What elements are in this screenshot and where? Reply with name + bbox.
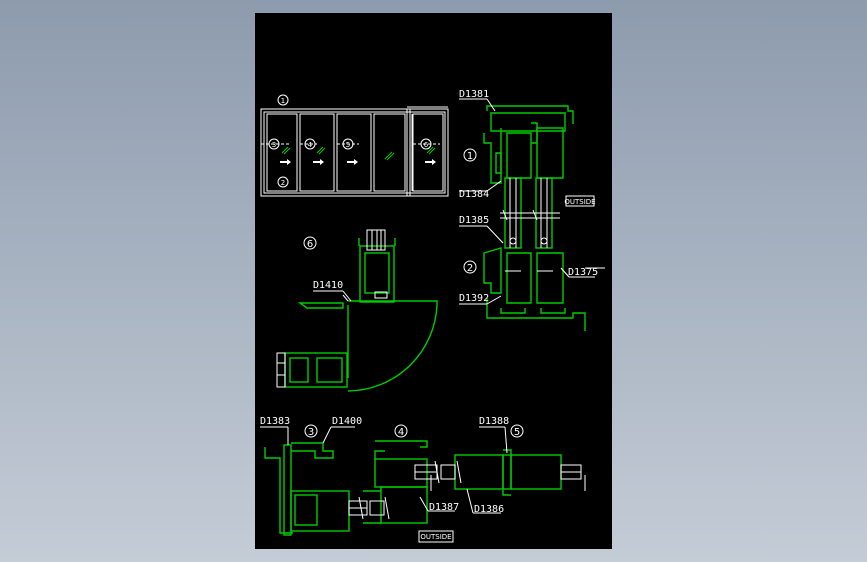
- outside-tag-2: OUTSIDE: [420, 533, 451, 541]
- part-label-d1392: D1392: [459, 293, 489, 304]
- part-label-d1383: D1383: [260, 416, 290, 427]
- horizontal-sections: [264, 440, 562, 536]
- outside-tag-1-box: OUTSIDE: [564, 195, 596, 207]
- vertical-section-glass: [500, 178, 560, 272]
- drawing-sheet: 1 2 3 4 5 6: [255, 13, 612, 549]
- part-label-d1375: D1375: [568, 267, 598, 278]
- part-label-d1388: D1388: [479, 416, 509, 427]
- door-elevation: [260, 106, 449, 197]
- part-label-d1385: D1385: [459, 215, 489, 226]
- cad-drawing: 1 2 3 4 5 6: [260, 89, 605, 543]
- section-callout-4: 4: [398, 427, 404, 438]
- section-leaders: [459, 98, 605, 305]
- section-callouts-vertical: [463, 148, 477, 274]
- outside-tag-2-box: OUTSIDE: [418, 530, 454, 543]
- section-callout-6-circle: [303, 236, 317, 250]
- part-label-d1381: D1381: [459, 89, 489, 100]
- section-callouts-horizontal: [304, 424, 524, 438]
- elevation-callouts: [268, 94, 432, 188]
- horizontal-sections-glass: [348, 460, 586, 520]
- part-label-d1386: D1386: [474, 504, 504, 515]
- corner-section-detail: [276, 229, 388, 388]
- vertical-section: [483, 105, 586, 331]
- section-callout-2: 2: [467, 263, 473, 274]
- elevation-callout-5: 5: [346, 141, 350, 149]
- horizontal-leaders: [260, 426, 508, 514]
- section-callout-5: 5: [514, 427, 520, 438]
- part-label-d1400: D1400: [332, 416, 362, 427]
- section-callout-3: 3: [308, 427, 314, 438]
- part-label-d1410: D1410: [313, 280, 343, 291]
- part-label-d1387: D1387: [429, 502, 459, 513]
- elevation-callout-2: 2: [281, 179, 285, 187]
- elevation-callout-1: 1: [281, 97, 285, 105]
- d1410-leader-tip: [342, 290, 352, 302]
- section-callout-1: 1: [467, 151, 473, 162]
- part-label-d1384: D1384: [459, 189, 489, 200]
- corner-section: [284, 238, 438, 392]
- outside-tag-1: OUTSIDE: [564, 198, 595, 206]
- section-callout-6: 6: [307, 239, 313, 250]
- elevation-callout-6: 6: [424, 141, 429, 149]
- elevation-callout-4: 4: [308, 141, 313, 149]
- elevation-callout-3: 3: [272, 141, 276, 149]
